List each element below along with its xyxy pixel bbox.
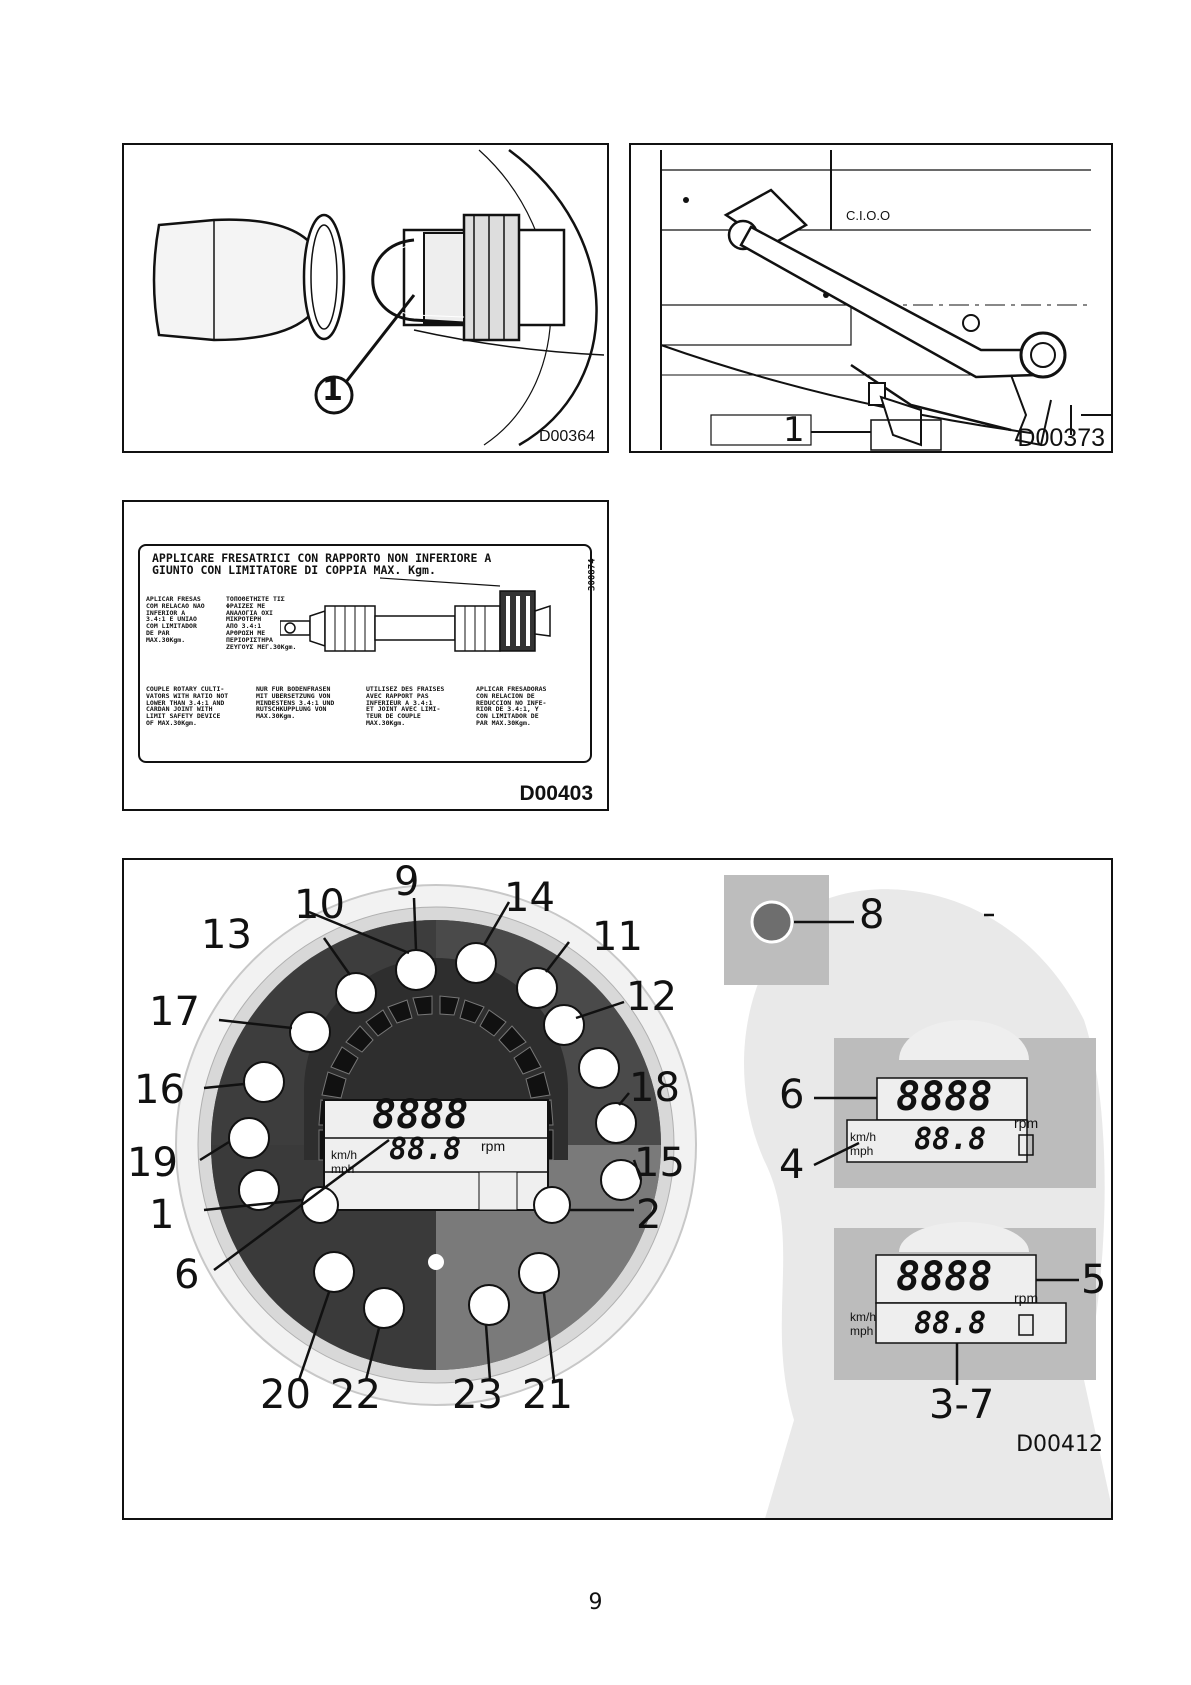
callout-1: 1 — [149, 1192, 175, 1238]
cardan-shaft-drawing — [280, 577, 551, 652]
lever-linkage-illustration — [660, 150, 1111, 451]
figure-code: D00373 — [1017, 424, 1105, 452]
warning-decal: APPLICARE FRESATRICI CON RAPPORTO NON IN… — [138, 544, 598, 763]
inset-b-speed-display: 88.8 — [914, 1306, 987, 1341]
gauge-kmh-label: km/h — [331, 1148, 358, 1162]
figure-code: D00412 — [1016, 1432, 1103, 1457]
figure-d00403: APPLICARE FRESATRICI CON RAPPORTO NON IN… — [122, 500, 609, 811]
page-number: 9 — [588, 1590, 603, 1615]
callout-16: 16 — [134, 1067, 185, 1113]
figure-d00364: 1 D00364 — [122, 143, 609, 453]
callout-22: 22 — [330, 1372, 381, 1418]
callout-9: 9 — [394, 859, 420, 905]
callout-17: 17 — [149, 989, 200, 1035]
inset-b-mph-label: mph — [850, 1324, 874, 1338]
decal-text-fr: UTILISEZ DES FRAISES AVEC RAPPORT PAS IN… — [366, 685, 445, 728]
gauge-speed-display: 88.8 — [389, 1132, 462, 1167]
inset-b-rpm-label: rpm — [1014, 1290, 1039, 1306]
figure-d00373: C.I.O.O 1 D00373 — [629, 143, 1113, 453]
callout-19: 19 — [127, 1140, 178, 1186]
decal-text-es: APLICAR FRESADORAS CON RELACION DE REDUC… — [476, 685, 547, 728]
inset-a-main-display: 8888 — [896, 1074, 993, 1120]
callout-21: 21 — [522, 1372, 573, 1418]
inset-b-main-display: 8888 — [896, 1254, 993, 1300]
gauge-rpm-label: rpm — [481, 1138, 506, 1154]
pto-cover-illustration — [152, 148, 605, 447]
callout-12: 12 — [626, 974, 677, 1020]
callout-8: 8 — [859, 892, 885, 938]
instrument-panel-illustration — [175, 875, 1111, 1518]
callout-2: 2 — [636, 1192, 662, 1238]
callout-10: 10 — [294, 882, 345, 928]
decal-header: APPLICARE FRESATRICI CON RAPPORTO NON IN… — [152, 551, 492, 578]
callout-11: 11 — [592, 914, 643, 960]
figure-code: D00364 — [538, 428, 595, 445]
callout-6: 6 — [174, 1252, 200, 1298]
callout-1: 1 — [322, 373, 343, 408]
decal-text-gr: ΤΟΠΟΘΕΤΗΣΤΕ ΤΙΣ ΦΡΑΙΖΕΣ ΜΕ ΑΝΑΛΟΓΙΑ ΟΧΙ … — [226, 595, 297, 651]
callout-13: 13 — [201, 912, 252, 958]
gauge-mph-label: mph — [331, 1162, 355, 1176]
callout-14: 14 — [504, 875, 555, 921]
callout-23: 23 — [452, 1372, 503, 1418]
figure-code: D00403 — [519, 782, 593, 805]
callout-18: 18 — [629, 1065, 680, 1111]
inset-b-kmh-label: km/h — [850, 1310, 877, 1324]
callout-6-inset: 6 — [779, 1072, 805, 1118]
callout-4: 4 — [779, 1142, 805, 1188]
callout-5: 5 — [1081, 1257, 1107, 1303]
decal-text-de: NUR FUR BODENFRASEN MIT UBERSETZUNG VON … — [256, 685, 335, 721]
inset-a-kmh-label: km/h — [850, 1130, 877, 1144]
decal-text-pt: APLICAR FRESAS COM RELACAO NAO INFERIOR … — [146, 595, 205, 644]
figure-d00412: 8888 88.8 rpm km/h mph 8888 88.8 rpm km/… — [122, 858, 1113, 1520]
inset-a-mph-label: mph — [850, 1144, 874, 1158]
gauge-main-display: 8888 — [372, 1092, 469, 1138]
decal-text-en: COUPLE ROTARY CULTI- VATORS WITH RATIO N… — [146, 685, 229, 728]
callout-15: 15 — [634, 1140, 685, 1186]
callout-1: 1 — [783, 410, 805, 450]
callout-20: 20 — [260, 1372, 311, 1418]
inset-a-speed-display: 88.8 — [914, 1122, 987, 1157]
decal-side-code: 300874 — [588, 558, 599, 591]
callout-3-7: 3-7 — [929, 1382, 995, 1428]
inset-a-rpm-label: rpm — [1014, 1115, 1039, 1131]
plate-text: C.I.O.O — [846, 208, 891, 223]
